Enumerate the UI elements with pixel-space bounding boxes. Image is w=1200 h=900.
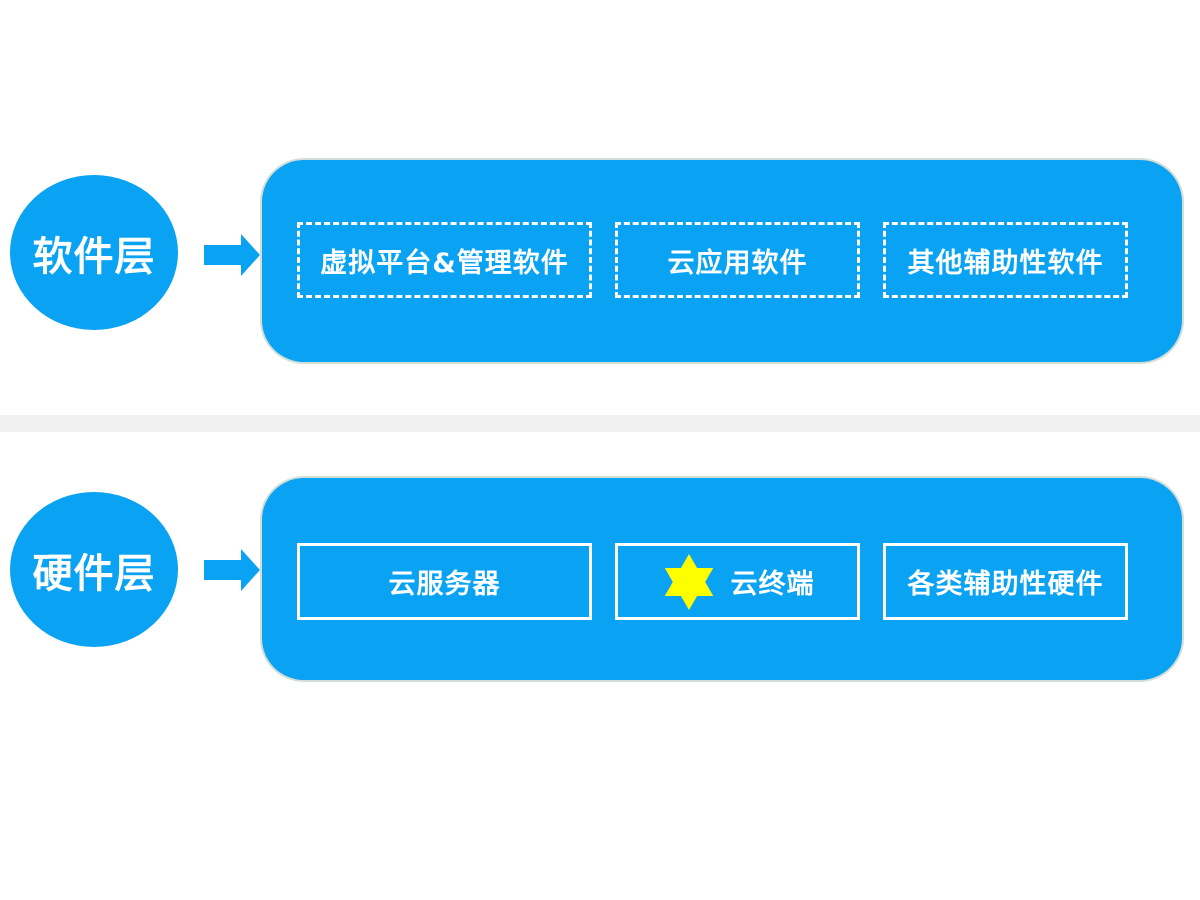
software-layer-label: 软件层 bbox=[32, 233, 156, 280]
software-item-label: 其他辅助性软件 bbox=[907, 247, 1104, 279]
software-item-cloud-app: 云应用软件 bbox=[615, 222, 860, 298]
hardware-item-label: 云服务器 bbox=[388, 569, 501, 600]
hardware-item-auxiliary-hardware: 各类辅助性硬件 bbox=[883, 543, 1128, 620]
six-pointed-star-icon bbox=[664, 553, 713, 610]
arrow-right-icon bbox=[204, 234, 260, 276]
hardware-item-label: 各类辅助性硬件 bbox=[907, 569, 1104, 600]
software-item-label: 虚拟平台&管理软件 bbox=[320, 247, 569, 279]
software-layer-panel: 虚拟平台&管理软件 云应用软件 其他辅助性软件 bbox=[262, 160, 1182, 362]
hardware-item-cloud-server: 云服务器 bbox=[297, 543, 592, 620]
arrow-right-icon bbox=[204, 549, 260, 591]
hardware-layer-panel: 云服务器 云终端 各类辅助性硬件 bbox=[262, 478, 1182, 680]
software-item-other-auxiliary: 其他辅助性软件 bbox=[883, 222, 1128, 298]
software-item-virtual-platform: 虚拟平台&管理软件 bbox=[297, 222, 592, 298]
software-item-label: 云应用软件 bbox=[667, 247, 808, 279]
section-divider bbox=[0, 415, 1200, 432]
hardware-layer-label: 硬件层 bbox=[32, 550, 156, 597]
software-layer-circle: 软件层 bbox=[10, 175, 178, 330]
hardware-layer-circle: 硬件层 bbox=[10, 492, 178, 647]
hardware-item-label: 云终端 bbox=[730, 569, 815, 600]
hardware-item-cloud-terminal: 云终端 bbox=[615, 543, 860, 620]
